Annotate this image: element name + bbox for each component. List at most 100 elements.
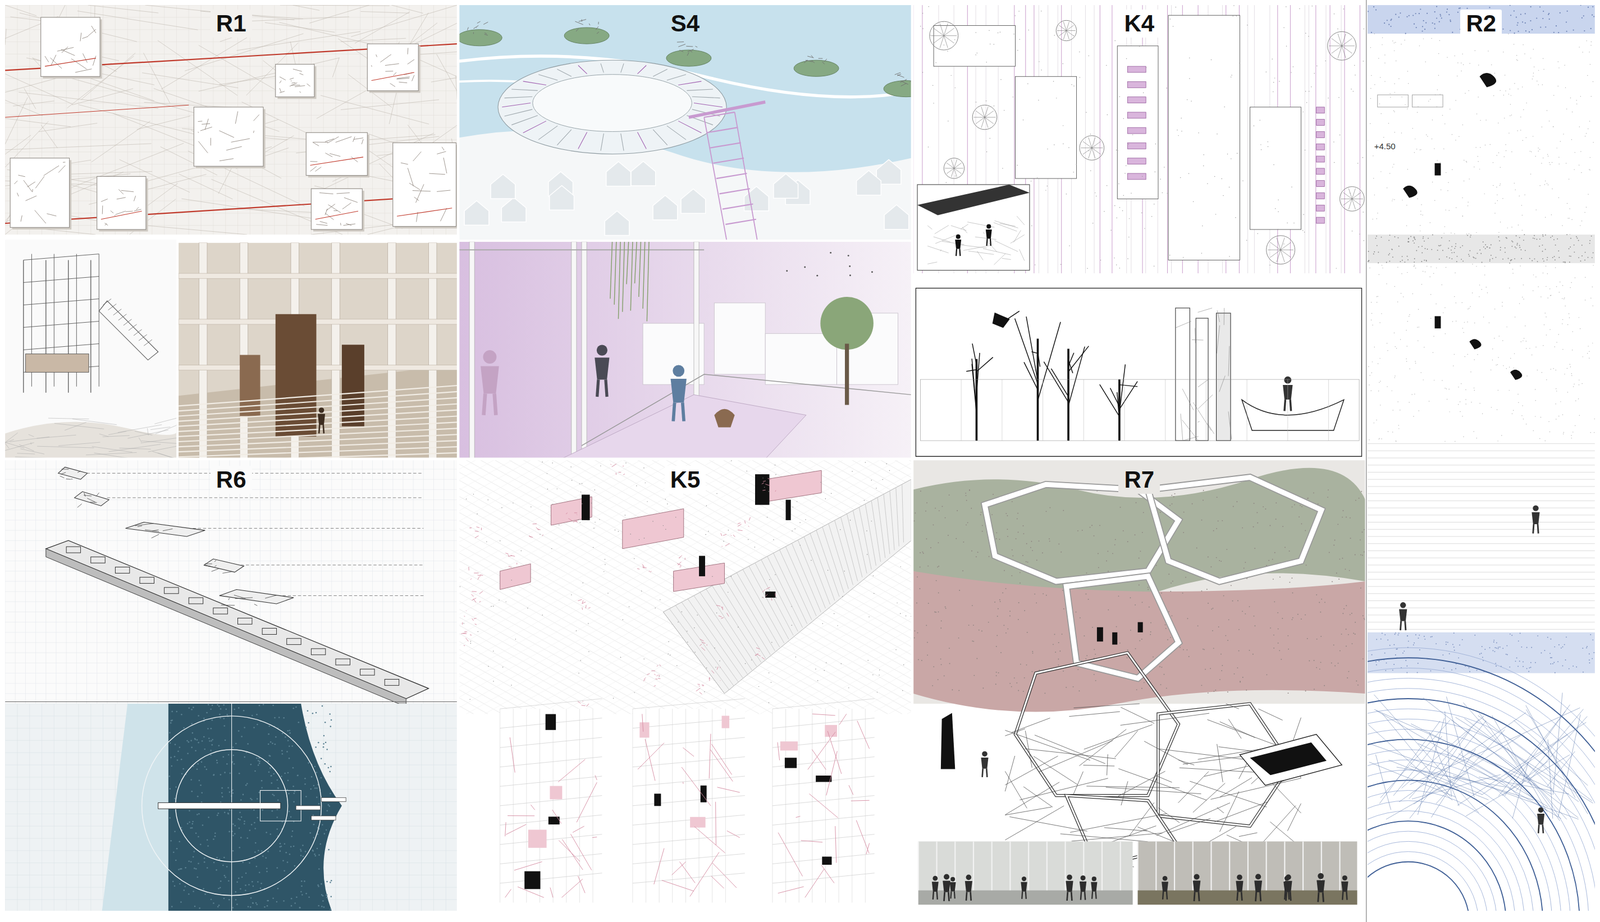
illustration-rect xyxy=(1316,217,1325,224)
illustration-circle xyxy=(1073,85,1074,87)
illustration-circle xyxy=(1088,150,1090,152)
illustration-circle xyxy=(1452,321,1453,322)
illustration-line xyxy=(273,5,275,235)
illustration-line xyxy=(179,174,233,200)
illustration-line xyxy=(226,146,242,151)
illustration-circle xyxy=(1100,259,1101,261)
illustration-line xyxy=(390,83,396,88)
illustration-line xyxy=(511,89,538,91)
illustration-ellipse xyxy=(497,60,727,154)
illustration-line xyxy=(707,127,739,133)
illustration-circle xyxy=(1073,35,1074,36)
illustration-circle xyxy=(1119,96,1120,98)
illustration-circle xyxy=(1274,208,1276,209)
illustration-circle xyxy=(1393,83,1395,84)
illustration-line xyxy=(318,424,320,434)
illustration-circle xyxy=(1401,132,1402,134)
illustration-circle xyxy=(1534,389,1536,390)
illustration-circle xyxy=(1381,313,1382,314)
illustration-circle xyxy=(1495,203,1496,204)
illustration-line xyxy=(1351,198,1361,206)
illustration-circle xyxy=(1482,413,1483,415)
illustration-circle xyxy=(1159,178,1161,180)
illustration-circle xyxy=(1340,186,1365,212)
illustration-line xyxy=(151,5,153,235)
illustration-line xyxy=(46,213,57,217)
illustration-line xyxy=(92,446,133,453)
illustration-circle xyxy=(1498,231,1499,233)
illustration-circle xyxy=(1492,185,1494,186)
illustration-circle xyxy=(1532,75,1534,77)
illustration-line xyxy=(178,440,457,452)
illustration-line xyxy=(396,208,452,217)
illustration-line xyxy=(291,82,296,84)
panel-ground xyxy=(1367,5,1595,912)
illustration-circle xyxy=(1045,189,1046,191)
illustration-line xyxy=(600,63,604,73)
illustration-line xyxy=(1198,308,1213,313)
illustration-line xyxy=(123,319,132,326)
illustration-circle xyxy=(1144,227,1145,229)
illustration-line xyxy=(963,245,991,251)
illustration-circle xyxy=(1180,117,1182,119)
illustration-circle xyxy=(1551,162,1553,163)
illustration-circle xyxy=(1027,29,1029,31)
illustration-circle xyxy=(1439,245,1441,247)
illustration-circle xyxy=(1463,160,1465,161)
illustration-circle xyxy=(993,105,995,107)
illustration-circle xyxy=(1442,312,1444,314)
illustration-circle xyxy=(1445,172,1447,173)
illustration-circle xyxy=(1505,144,1506,145)
illustration-line xyxy=(687,52,689,56)
illustration-circle xyxy=(1379,381,1381,382)
illustration-circle xyxy=(1128,218,1130,219)
illustration-line xyxy=(102,205,104,214)
illustration-circle xyxy=(942,21,944,22)
illustration-line xyxy=(1341,198,1353,200)
illustration-circle xyxy=(1416,198,1418,199)
illustration-circle xyxy=(1554,346,1556,347)
illustration-line xyxy=(1038,322,1062,401)
illustration-circle xyxy=(1327,31,1357,61)
illustration-circle xyxy=(1561,298,1563,299)
illustration-line xyxy=(436,190,451,192)
illustration-line xyxy=(412,190,431,192)
illustration-line xyxy=(43,165,59,176)
illustration-circle xyxy=(1373,422,1375,424)
illustration-line xyxy=(332,57,340,78)
illustration-line xyxy=(18,92,159,109)
illustration-circle xyxy=(1579,328,1581,329)
illustration-circle xyxy=(1176,129,1178,131)
illustration-line xyxy=(722,203,754,209)
illustration-circle xyxy=(1418,309,1419,310)
illustration-line xyxy=(807,56,814,58)
illustration-line xyxy=(335,136,352,143)
illustration-line xyxy=(504,96,533,98)
illustration-circle xyxy=(1587,257,1589,259)
illustration-circle xyxy=(1422,271,1424,272)
illustration-rect xyxy=(459,241,912,460)
illustration-circle xyxy=(1175,6,1177,8)
illustration-circle xyxy=(1372,218,1373,220)
illustration-circle xyxy=(1578,46,1580,48)
illustration-circle xyxy=(1580,96,1581,97)
illustration-line xyxy=(32,189,33,192)
illustration-circle xyxy=(1581,383,1583,384)
illustration-line xyxy=(1228,346,1230,377)
illustration-line xyxy=(431,77,457,82)
illustration-circle xyxy=(1552,126,1554,127)
illustration-circle xyxy=(1260,149,1262,150)
illustration-line xyxy=(984,106,989,118)
illustration-circle xyxy=(1413,23,1415,25)
illustration-circle xyxy=(1060,264,1062,265)
illustration-rect xyxy=(40,17,100,77)
illustration-line xyxy=(678,44,686,48)
illustration-circle xyxy=(1587,353,1588,354)
illustration-circle xyxy=(1521,21,1524,23)
illustration-line xyxy=(578,65,588,75)
illustration-line xyxy=(981,106,985,118)
illustration-circle xyxy=(1349,193,1351,194)
illustration-circle xyxy=(1567,324,1568,326)
illustration-circle xyxy=(1557,32,1560,34)
illustration-circle xyxy=(1430,294,1432,295)
